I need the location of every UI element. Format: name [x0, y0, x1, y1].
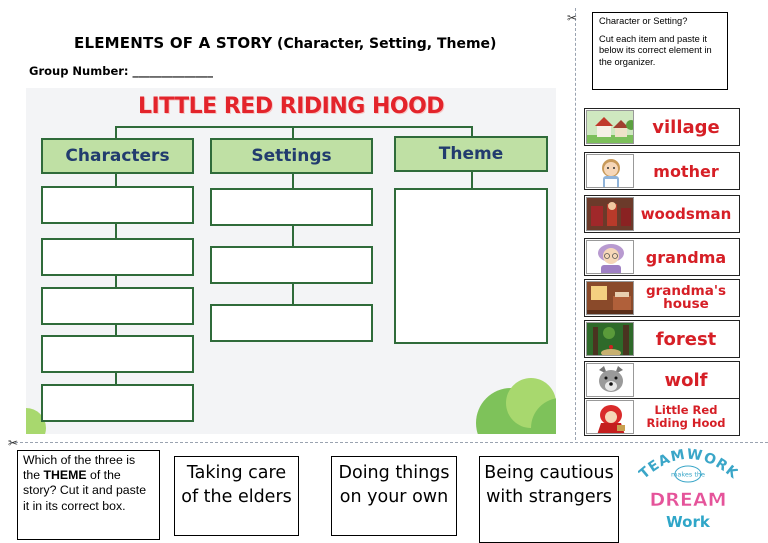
character-slot[interactable] [41, 238, 194, 276]
question-emphasis: THEME [43, 468, 87, 483]
theme-option-3[interactable]: Being cautious with strangers [479, 456, 619, 543]
forest-icon [586, 322, 634, 356]
connector-line [471, 172, 473, 188]
graphic-organizer: LITTLE RED RIDING HOOD Characters Settin… [26, 88, 556, 434]
setting-slot[interactable] [210, 304, 373, 342]
instruction-body: Cut each item and paste it below its cor… [599, 33, 712, 67]
title-main: ELEMENTS OF A STORY [74, 34, 273, 52]
connector-line [115, 126, 117, 138]
grandma-icon [586, 240, 634, 274]
item-label: Little Red Riding Hood [646, 403, 726, 430]
logo-line3: Work [666, 513, 711, 531]
connector-line [115, 174, 117, 386]
theme-option-2[interactable]: Doing things on your own [331, 456, 457, 536]
cutout-item-little-red-riding-hood[interactable]: Little Red Riding Hood [584, 398, 740, 436]
group-number-label: Group Number: ______________ [29, 64, 214, 78]
cut-line-horizontal [10, 442, 768, 443]
item-label: mother [653, 161, 719, 181]
cutout-item-forest[interactable]: forest [584, 320, 740, 358]
item-label: grandma's house [645, 283, 727, 312]
theme-option-1[interactable]: Taking care of the elders [174, 456, 299, 536]
column-header-settings: Settings [210, 138, 373, 174]
cutout-item-mother[interactable]: mother [584, 152, 740, 190]
theme-slot[interactable] [394, 188, 548, 344]
cutout-item-woodsman[interactable]: woodsman [584, 195, 740, 233]
item-label: village [652, 116, 720, 138]
item-label: wolf [664, 369, 708, 391]
worksheet-title: ELEMENTS OF A STORY (Character, Setting,… [74, 34, 496, 52]
house-interior-icon [586, 281, 634, 315]
story-title: LITTLE RED RIDING HOOD [137, 94, 445, 119]
teamwork-logo: TEAMWORK makes the DREAM Work [636, 444, 740, 540]
setting-slot[interactable] [210, 188, 373, 226]
setting-slot[interactable] [210, 246, 373, 284]
woodsman-icon [586, 197, 634, 231]
logo-badge: makes the [671, 471, 705, 479]
connector-line [115, 126, 473, 128]
item-label: woodsman [640, 204, 732, 223]
column-header-characters: Characters [41, 138, 194, 174]
connector-line [292, 126, 294, 138]
wolf-icon [586, 363, 634, 397]
scissors-icon: ✂ [567, 11, 578, 25]
cutout-item-village[interactable]: village [584, 108, 740, 146]
connector-line [292, 174, 294, 304]
cut-line-vertical [575, 8, 576, 440]
mother-icon [586, 154, 634, 188]
character-slot[interactable] [41, 287, 194, 325]
theme-question-box: Which of the three is the THEME of the s… [17, 450, 160, 540]
question-text: Which of the three is the [23, 453, 136, 483]
cutout-item-grandma[interactable]: grandma [584, 238, 740, 276]
cutout-item-wolf[interactable]: wolf [584, 361, 740, 399]
item-label: grandma [645, 247, 727, 267]
cutout-item-grandmas-house[interactable]: grandma's house [584, 279, 740, 317]
column-header-theme: Theme [394, 136, 548, 172]
character-slot[interactable] [41, 335, 194, 373]
item-label: forest [655, 328, 717, 350]
character-slot[interactable] [41, 384, 194, 422]
red-riding-hood-icon [586, 400, 634, 434]
village-icon [586, 110, 634, 144]
connector-line [471, 126, 473, 138]
logo-line2: DREAM [650, 489, 727, 511]
instruction-heading: Character or Setting? [599, 16, 688, 26]
question-text: of the story? Cut it and paste it in its… [23, 468, 147, 513]
scissors-icon: ✂ [8, 436, 19, 450]
character-slot[interactable] [41, 186, 194, 224]
title-sub: (Character, Setting, Theme) [277, 36, 497, 52]
instruction-box: Character or Setting? Cut each item and … [592, 12, 728, 90]
